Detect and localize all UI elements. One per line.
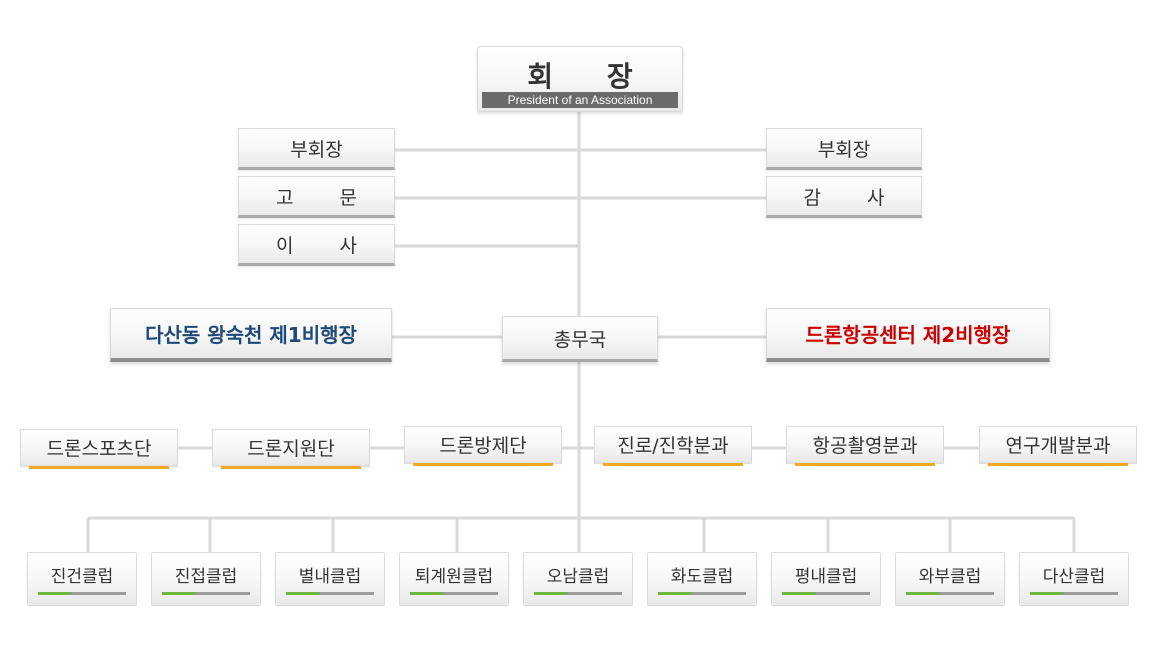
division-label: 드론지원단: [247, 438, 335, 460]
division-drone-pest-control: 드론방제단: [404, 426, 562, 466]
division-aerial-photo: 항공촬영분과: [786, 426, 944, 466]
advisor-box: 고 문: [238, 176, 395, 218]
president-title: 회 장: [527, 60, 655, 93]
club-wabu: 와부클럽: [895, 552, 1005, 606]
division-drone-sports: 드론스포츠단: [20, 429, 178, 469]
right-vice-president-box: 부회장: [766, 128, 922, 170]
club-pyeongnae: 평내클럽: [771, 552, 881, 606]
director-box: 이 사: [238, 224, 395, 266]
airfield-2-label: 드론항공센터 제2비행장: [805, 323, 1011, 347]
club-label: 평내클럽: [794, 566, 858, 587]
club-label: 와부클럽: [918, 566, 982, 587]
division-label: 연구개발분과: [1005, 435, 1111, 457]
club-label: 진접클럽: [174, 566, 238, 587]
club-label: 화도클럽: [670, 566, 734, 587]
advisor-label: 고 문: [276, 186, 377, 209]
division-label: 진로/진학분과: [617, 435, 729, 457]
club-label: 별내클럽: [298, 566, 362, 587]
auditor-box: 감 사: [766, 176, 922, 218]
club-label: 퇴계원클럽: [414, 566, 494, 587]
club-label: 오남클럽: [546, 566, 610, 587]
club-onam: 오남클럽: [523, 552, 633, 606]
club-toegyewon: 퇴계원클럽: [399, 552, 509, 606]
airfield-1-label: 다산동 왕숙천 제1비행장: [145, 323, 357, 347]
division-research: 연구개발분과: [979, 426, 1137, 466]
division-label: 항공촬영분과: [812, 435, 918, 457]
right-vice-president-label: 부회장: [817, 138, 871, 161]
club-dasan: 다산클럽: [1019, 552, 1129, 606]
division-career: 진로/진학분과: [594, 426, 752, 466]
secretariat-label: 총무국: [553, 328, 607, 351]
club-jingeon: 진건클럽: [27, 552, 137, 606]
secretariat-box: 총무국: [502, 316, 658, 362]
division-label: 드론방제단: [439, 435, 527, 457]
club-label: 진건클럽: [50, 566, 114, 587]
club-jinjeop: 진접클럽: [151, 552, 261, 606]
airfield-1-box: 다산동 왕숙천 제1비행장: [110, 308, 392, 362]
president-box: 회 장 President of an Association: [477, 46, 683, 112]
left-vice-president-box: 부회장: [238, 128, 395, 170]
president-subtitle: President of an Association: [482, 92, 678, 108]
club-byeollae: 별내클럽: [275, 552, 385, 606]
left-vice-president-label: 부회장: [290, 138, 343, 161]
director-label: 이 사: [276, 234, 377, 257]
club-label: 다산클럽: [1042, 566, 1106, 587]
division-drone-support: 드론지원단: [212, 429, 370, 469]
division-label: 드론스포츠단: [46, 438, 152, 460]
club-hwado: 화도클럽: [647, 552, 757, 606]
auditor-label: 감 사: [803, 186, 905, 209]
airfield-2-box: 드론항공센터 제2비행장: [766, 308, 1050, 362]
